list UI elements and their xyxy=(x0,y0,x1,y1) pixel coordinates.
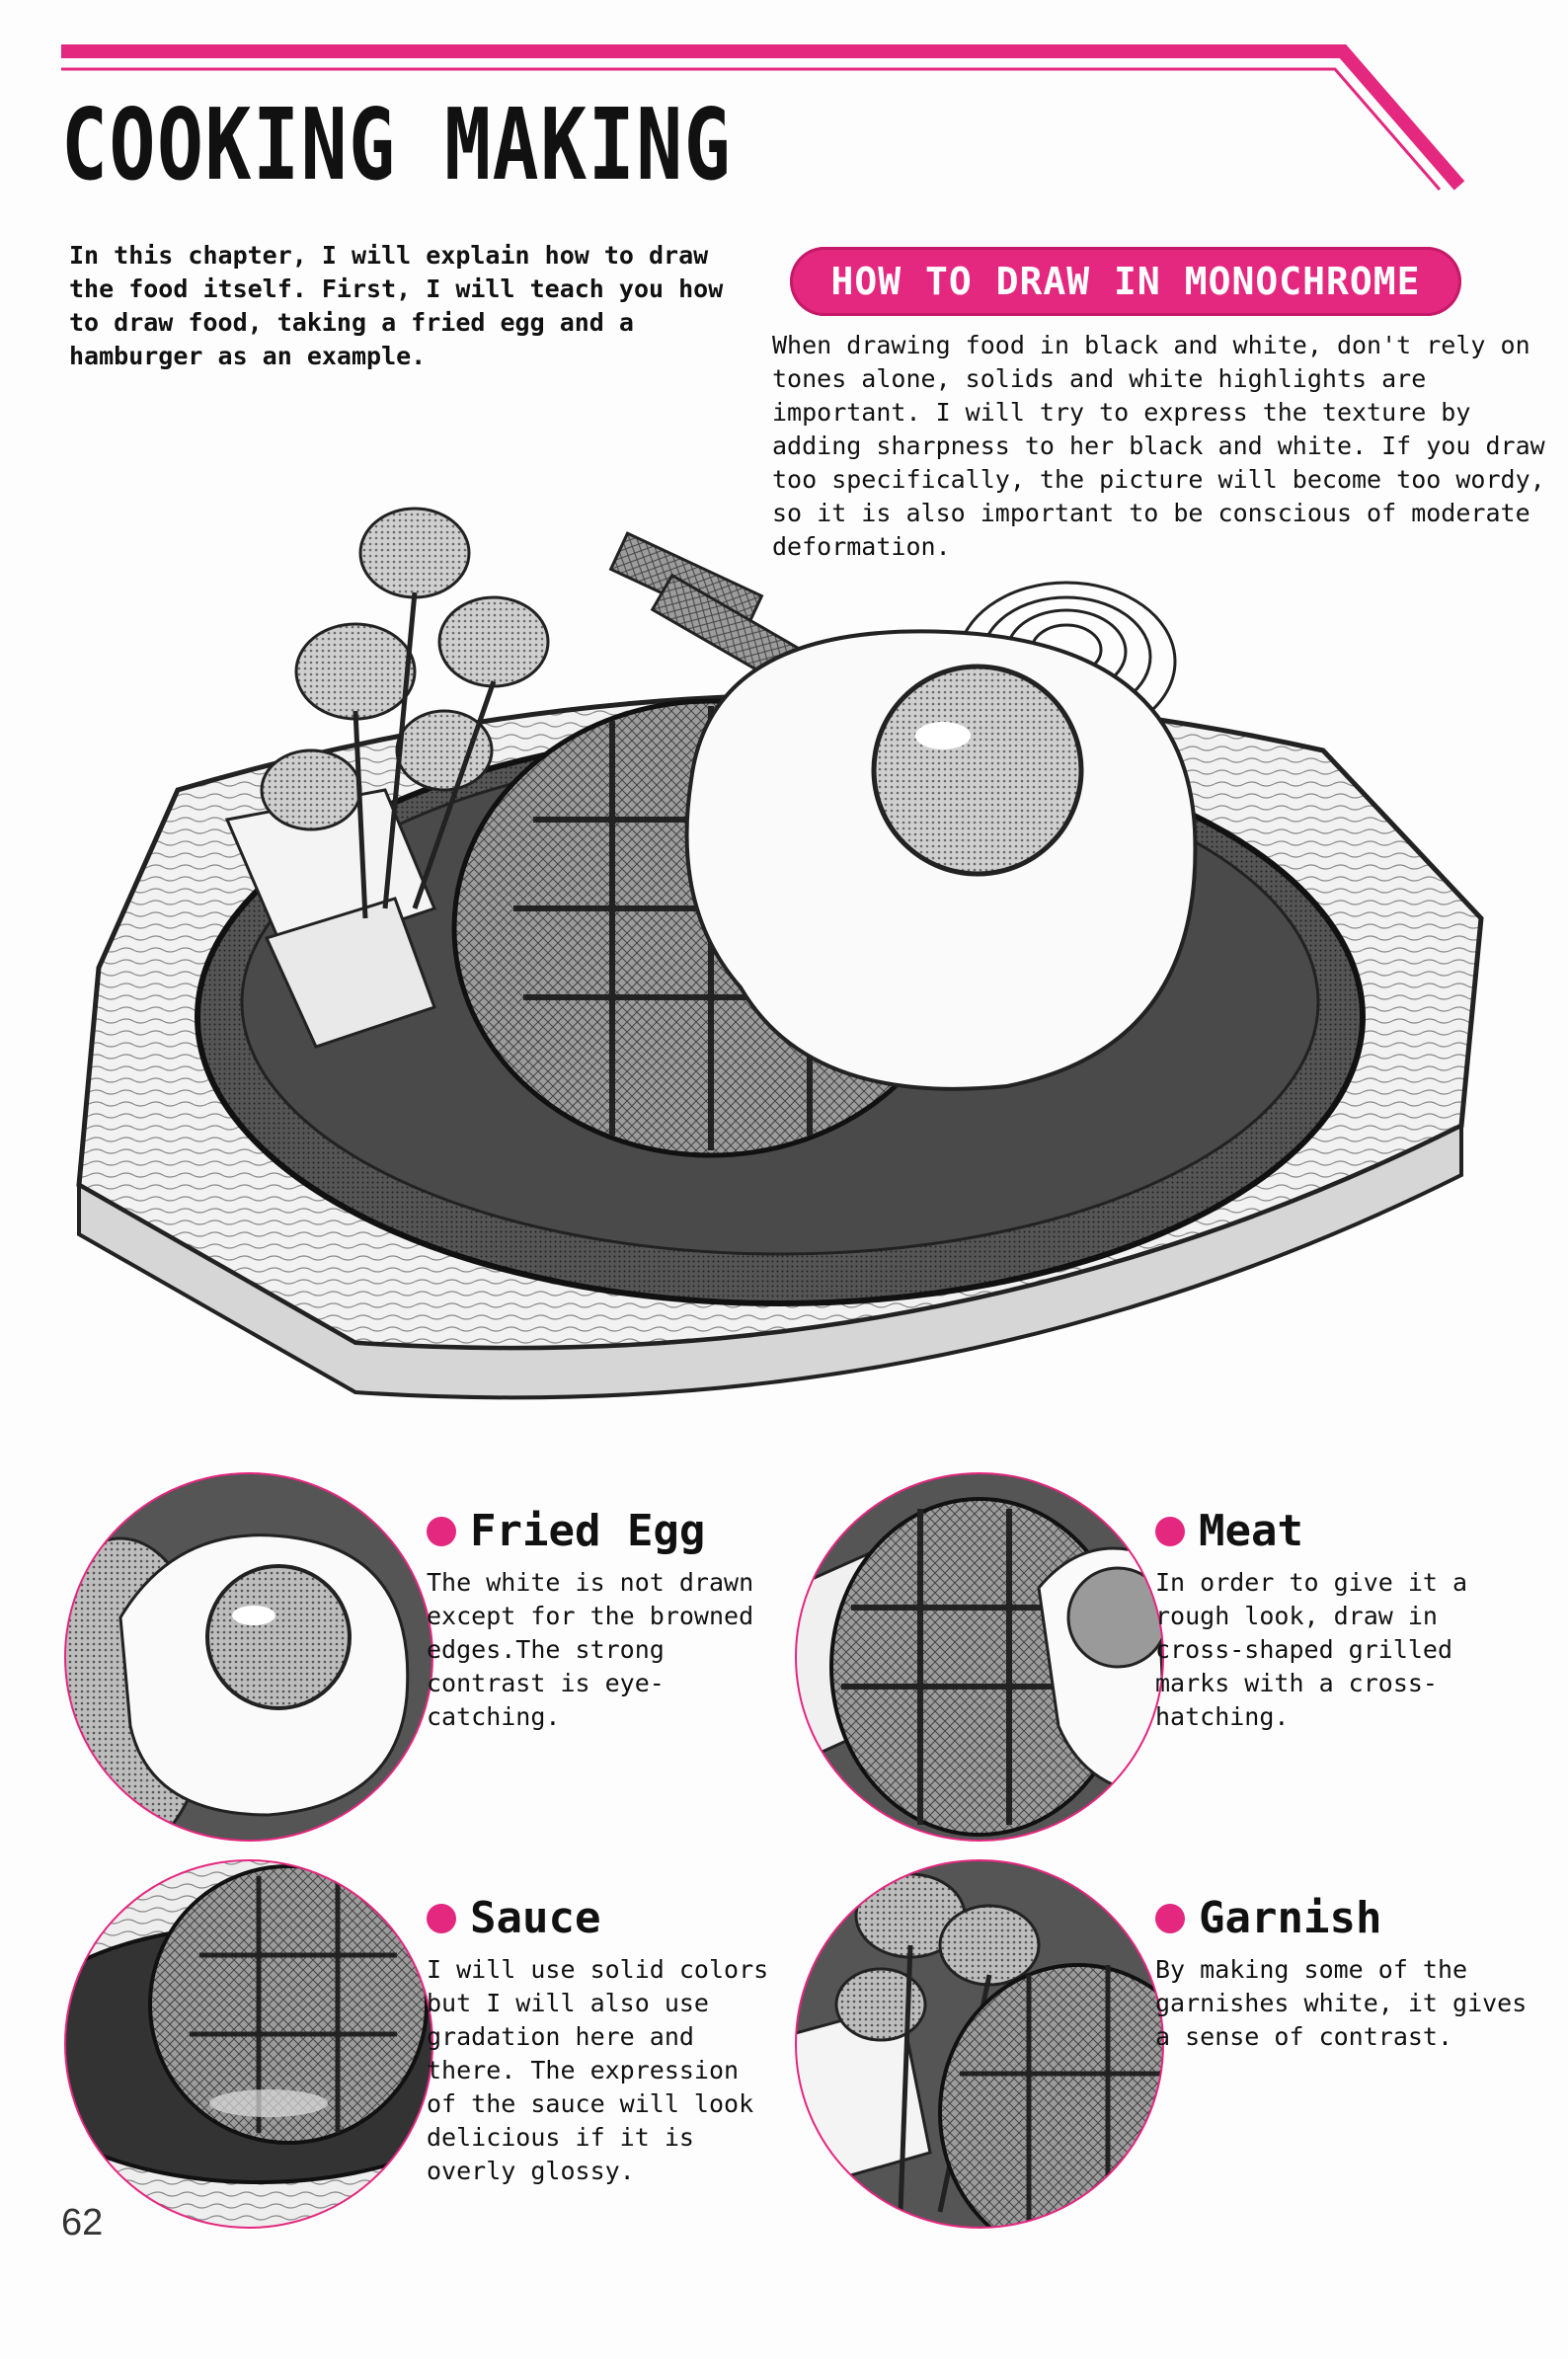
fried-egg-body: The white is not drawn except for the br… xyxy=(427,1568,754,1731)
sauce-heading: Sauce xyxy=(427,1893,782,1943)
meat-title: Meat xyxy=(1199,1506,1303,1556)
garnish-title: Garnish xyxy=(1199,1893,1382,1943)
fried-egg-heading: Fried Egg xyxy=(427,1506,782,1556)
pink-dot-icon xyxy=(427,1516,456,1546)
sauce-detail-circle xyxy=(64,1859,433,2229)
fried-egg-title: Fried Egg xyxy=(470,1506,706,1556)
meat-body: In order to give it a rough look, draw i… xyxy=(1155,1568,1468,1731)
garnish-heading: Garnish xyxy=(1155,1893,1530,1943)
pink-dot-icon xyxy=(1155,1516,1185,1546)
method-heading: HOW TO DRAW IN MONOCHROME xyxy=(830,260,1421,303)
garnish-section: Garnish By making some of the garnishes … xyxy=(1155,1893,1530,2054)
meat-detail-circle xyxy=(795,1472,1164,1842)
header-rule xyxy=(61,44,1465,191)
page-title: COOKING MAKING xyxy=(61,87,733,202)
intro-paragraph: In this chapter, I will explain how to d… xyxy=(69,241,724,370)
garnish-detail-circle xyxy=(795,1859,1164,2229)
page-number: 62 xyxy=(61,2202,104,2243)
meat-section: Meat In order to give it a rough look, d… xyxy=(1155,1506,1530,1734)
sauce-section: Sauce I will use solid colors but I will… xyxy=(427,1893,782,2188)
sauce-body: I will use solid colors but I will also … xyxy=(427,1955,769,2185)
pink-dot-icon xyxy=(427,1903,456,1933)
method-paragraph: When drawing food in black and white, do… xyxy=(772,331,1545,561)
method-heading-pill: HOW TO DRAW IN MONOCHROME xyxy=(790,247,1461,316)
fried-egg-detail-circle xyxy=(64,1472,433,1842)
meat-heading: Meat xyxy=(1155,1506,1530,1556)
hamburger-plate-illustration xyxy=(76,507,1484,1400)
sauce-title: Sauce xyxy=(470,1893,601,1943)
pink-dot-icon xyxy=(1155,1903,1185,1933)
garnish-body: By making some of the garnishes white, i… xyxy=(1155,1955,1528,2051)
fried-egg-section: Fried Egg The white is not drawn except … xyxy=(427,1506,782,1734)
